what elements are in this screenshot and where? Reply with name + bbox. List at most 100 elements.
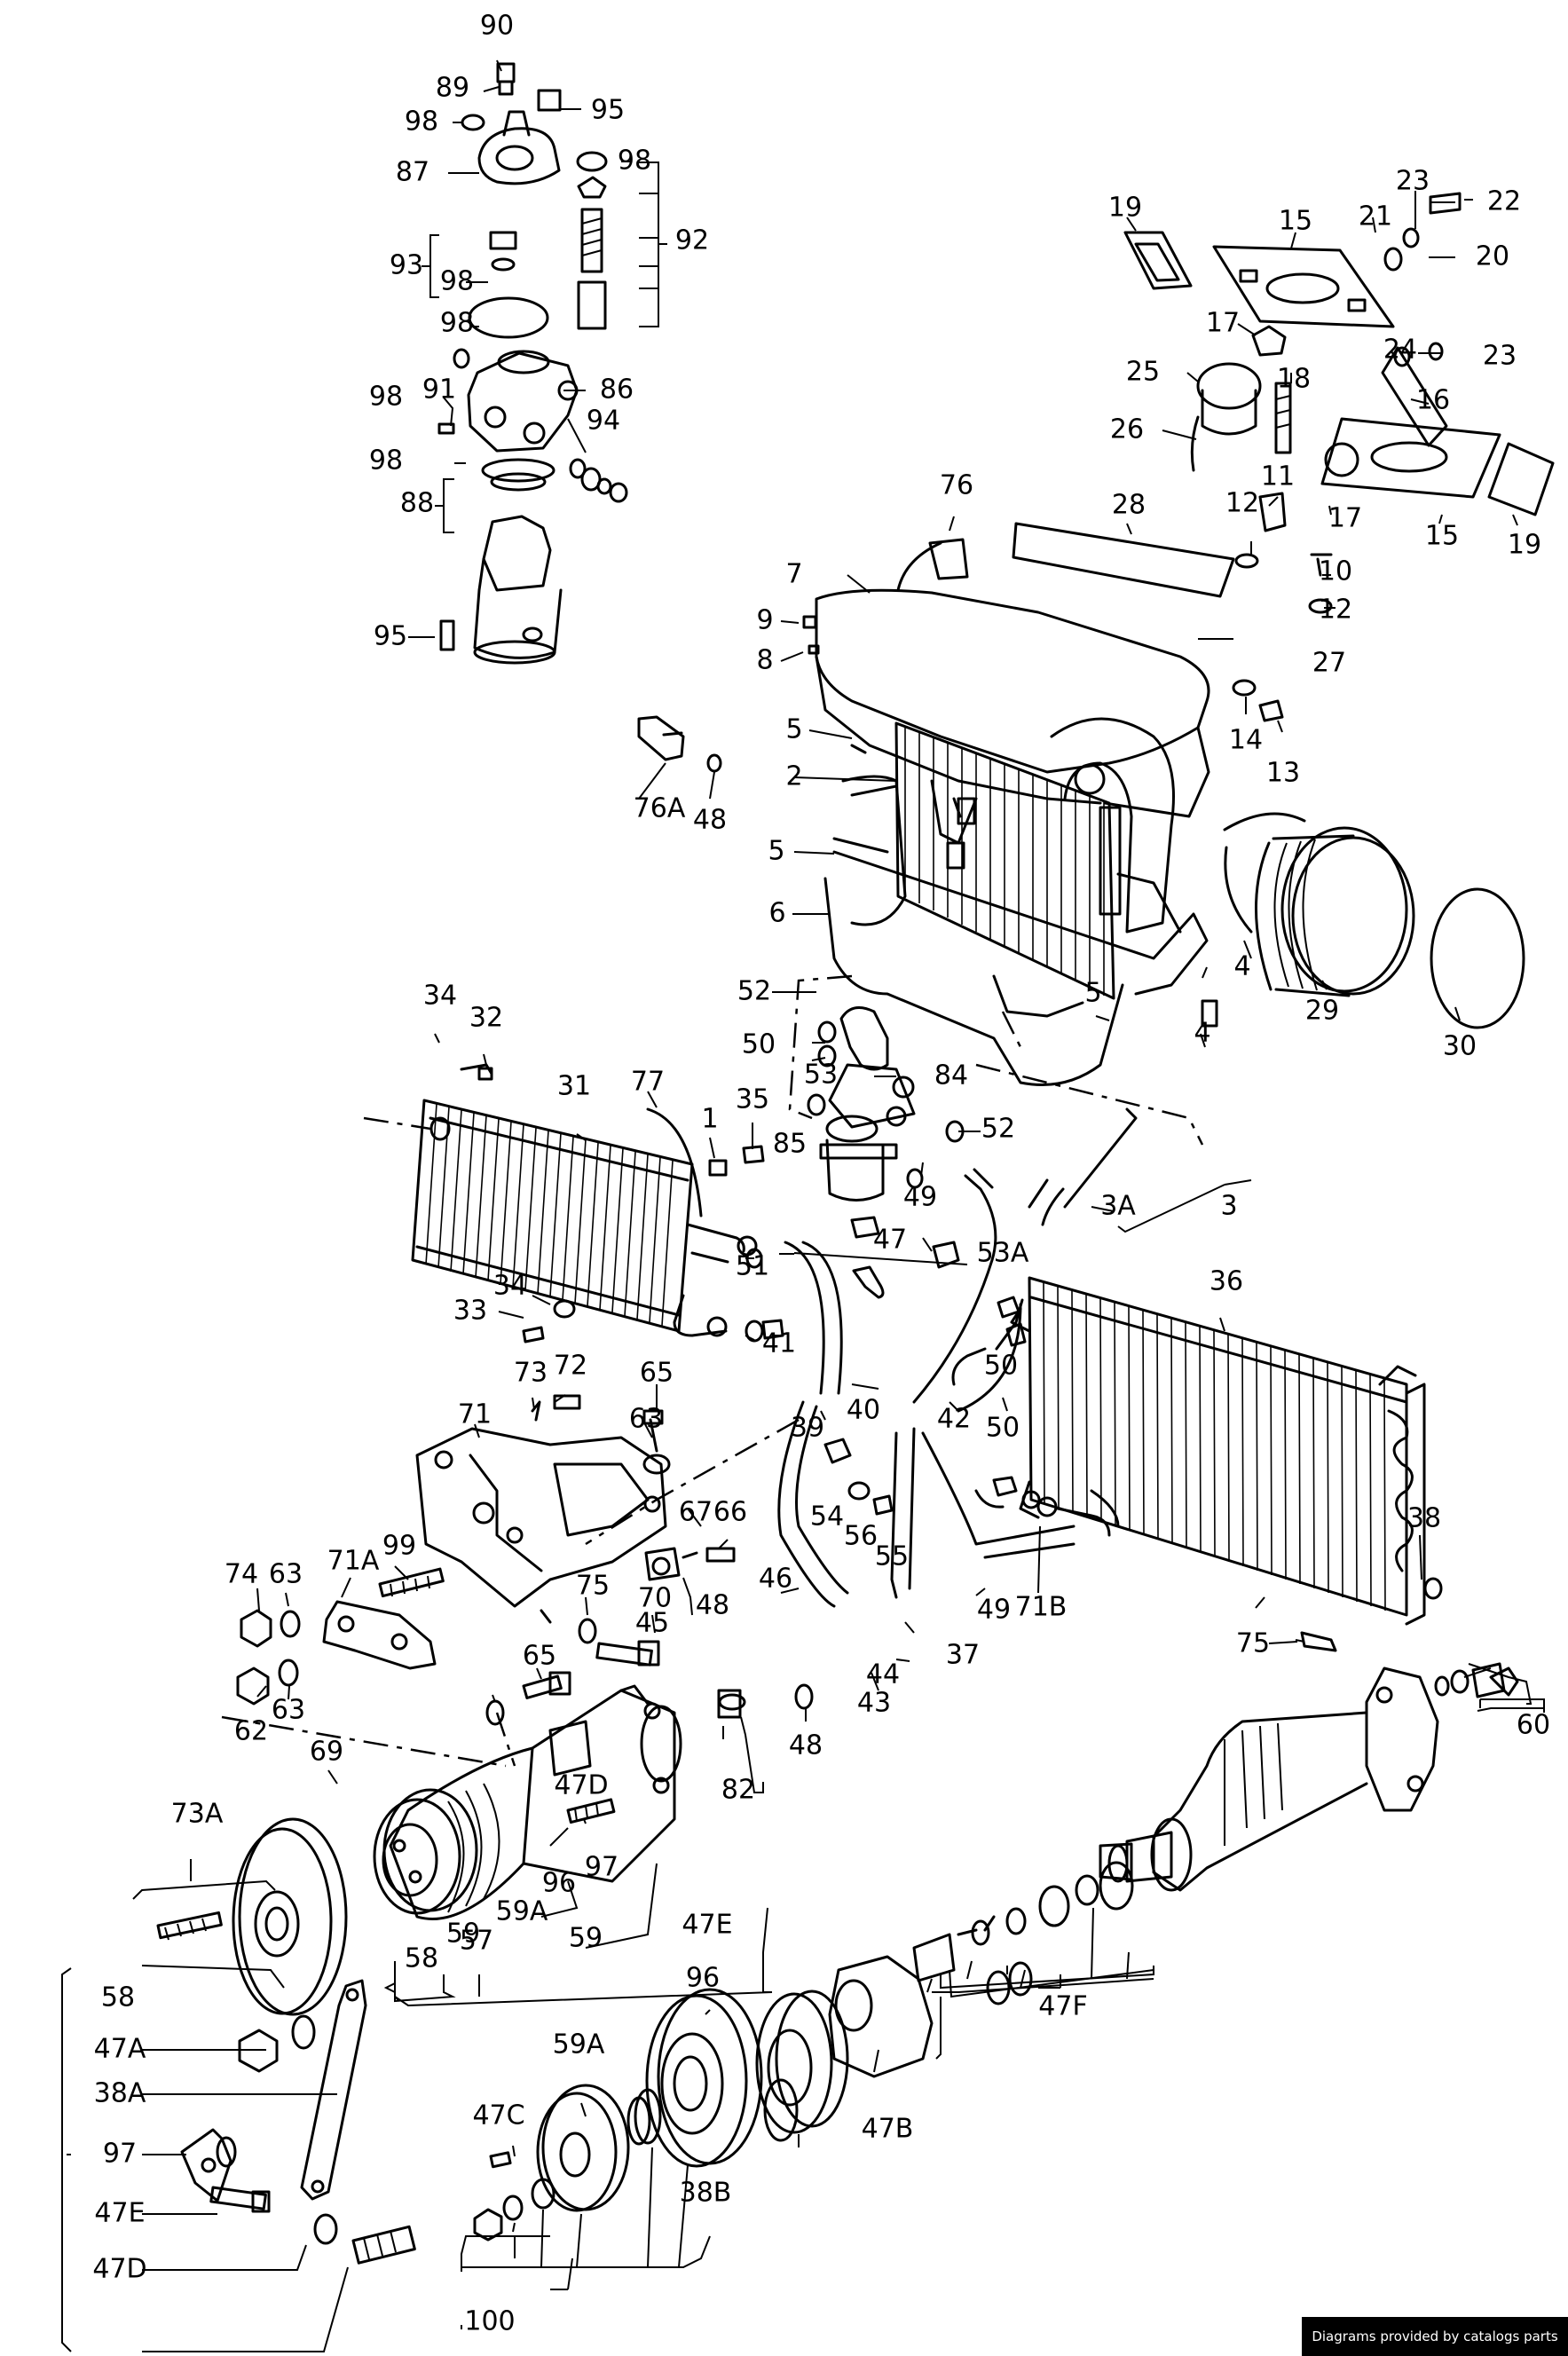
part-label: 45 [635,1608,669,1639]
part-label: 98 [369,382,403,413]
blower-assembly [1223,812,1525,1029]
part-label: 73A [171,1799,224,1830]
part-label: 14 [1229,725,1263,756]
water-valve-assembly [807,1006,965,1202]
part-label: 49 [977,1595,1011,1626]
part-label: 77 [631,1067,665,1098]
part-label: 34 [493,1271,527,1302]
part-label: 33 [453,1296,487,1327]
part-label: 84 [934,1060,968,1091]
part-label: 98 [618,146,651,177]
part-label: 2 [785,761,802,792]
part-label: 32 [469,1003,503,1034]
part-label: 98 [405,106,438,138]
part-label: 65 [640,1358,674,1389]
control-flap-assembly [1012,192,1555,722]
part-label: 99 [382,1531,416,1562]
part-label: 35 [736,1084,769,1115]
part-label: 73 [514,1358,548,1389]
part-label: 17 [1328,503,1362,534]
part-label: 4 [1194,1018,1210,1049]
part-label: 15 [1425,521,1459,552]
part-label: 47D [92,2254,146,2285]
part-label: 47E [94,2198,145,2229]
part-label: 59 [569,1923,603,1954]
part-label: 5 [768,836,784,867]
part-label: 59A [496,1896,548,1927]
part-label: 69 [310,1737,343,1768]
part-label: 50 [984,1351,1018,1382]
part-label: 20 [1476,241,1509,272]
part-label: 52 [737,976,771,1007]
part-label: 63 [269,1559,303,1590]
part-label: 3A [1100,1191,1136,1222]
part-label: 56 [844,1521,878,1552]
part-label: 85 [773,1129,807,1160]
part-label: 87 [396,157,429,188]
part-label: 70 [638,1583,672,1614]
part-label: 71B [1015,1592,1068,1623]
part-label: 47A [94,2034,146,2065]
part-label: 55 [875,1541,909,1572]
part-label: 57 [460,1926,493,1957]
part-label: 41 [762,1328,796,1359]
part-label: 38A [94,2078,146,2109]
part-label: 71A [327,1546,380,1577]
part-label: 17 [1206,308,1240,339]
part-label: 4 [1233,951,1250,982]
part-label: 95 [374,621,407,652]
part-label: 52 [981,1114,1015,1145]
part-label: 29 [1305,996,1339,1027]
part-label: 1 [701,1104,718,1135]
part-label: 92 [675,225,709,256]
actuator-parts [637,615,820,773]
part-label: 96 [686,1963,720,1994]
part-label: 5 [785,714,802,745]
part-label: 76 [940,470,973,501]
part-label: 8 [756,645,773,676]
part-label: 44 [866,1659,900,1690]
part-label: 98 [369,445,403,477]
part-label: 15 [1279,206,1312,237]
part-label: 71 [458,1399,492,1430]
part-label: 89 [436,73,469,104]
part-label: 90 [480,11,514,42]
part-label: 51 [736,1251,769,1282]
part-label: 50 [986,1413,1020,1444]
part-label: 53 [804,1060,838,1091]
part-label: 47B [862,2114,914,2145]
part-label: 75 [1236,1628,1270,1659]
part-label: 98 [440,266,474,297]
part-label: 19 [1508,530,1541,561]
part-label: 82 [721,1775,755,1806]
part-label: 96 [542,1868,576,1899]
part-label: 88 [400,488,434,519]
part-label: 95 [591,95,625,126]
assembly-lines [221,974,1204,1768]
part-label: 18 [1277,364,1311,395]
compressor-bracket [415,1394,736,1624]
part-label: 37 [946,1640,980,1671]
part-label: 74 [225,1559,258,1590]
part-label: 30 [1443,1031,1477,1062]
part-label: 42 [937,1404,971,1435]
part-label: 12 [1225,488,1259,519]
part-label: 47 [873,1225,907,1256]
part-label: 38 [1407,1503,1441,1534]
part-label: 47E [682,1910,732,1941]
part-label: 66 [713,1497,747,1528]
part-label: 9 [756,605,773,636]
leader-lines [61,59,1545,2352]
part-label: 67 [679,1497,713,1528]
condenser [974,1276,1443,1652]
part-label: 100 [464,2306,515,2337]
part-label: 53A [977,1238,1029,1269]
part-label: 27 [1312,648,1346,679]
part-label: 5 [1084,978,1101,1009]
part-label: 43 [857,1688,891,1719]
part-label: 94 [587,406,620,437]
part-label: 31 [557,1071,591,1102]
part-label: 47D [554,1770,608,1801]
